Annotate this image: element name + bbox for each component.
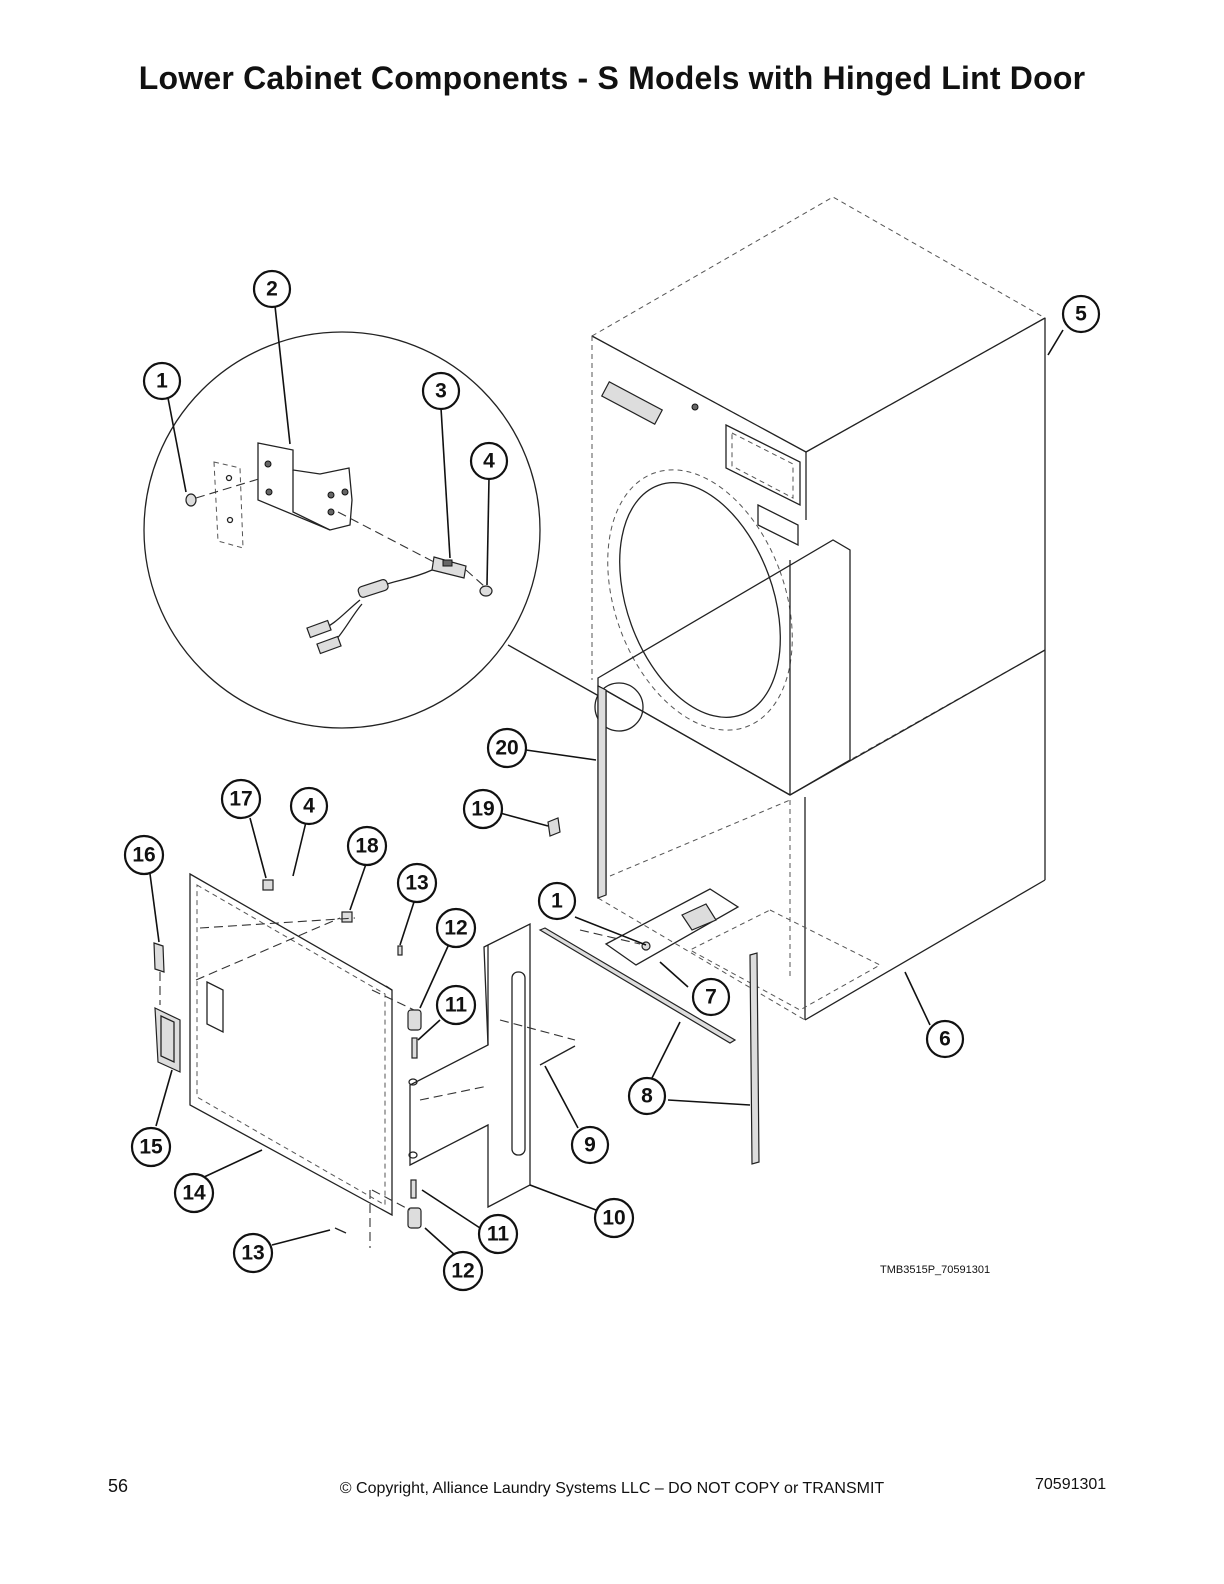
svg-text:10: 10 xyxy=(602,1207,625,1230)
svg-text:20: 20 xyxy=(495,737,518,760)
svg-text:8: 8 xyxy=(641,1085,653,1108)
leader-lines xyxy=(149,305,1064,1256)
callout-19: 19 xyxy=(462,788,504,830)
hinge-plate-7 xyxy=(579,888,740,966)
svg-text:2: 2 xyxy=(266,278,278,301)
svg-text:4: 4 xyxy=(303,795,315,818)
svg-text:11: 11 xyxy=(487,1223,510,1246)
page-title: Lower Cabinet Components - S Models with… xyxy=(138,60,1086,96)
front-panel-frame xyxy=(597,539,851,796)
screws-13 xyxy=(334,1190,371,1248)
clip-19 xyxy=(547,817,561,837)
callout-9: 9 xyxy=(570,1125,610,1165)
callout-7: 7 xyxy=(691,977,731,1017)
callout-13-bottom: 13 xyxy=(232,1232,274,1274)
callout-14: 14 xyxy=(173,1172,215,1214)
copyright-notice: © Copyright, Alliance Laundry Systems LL… xyxy=(339,1480,885,1497)
upper-cabinet xyxy=(590,196,1047,761)
svg-text:14: 14 xyxy=(182,1182,206,1205)
door-handle xyxy=(154,1007,181,1073)
lint-door xyxy=(189,872,393,1217)
callout-3: 3 xyxy=(421,371,461,411)
callout-8: 8 xyxy=(627,1076,667,1116)
detail-switch xyxy=(306,511,493,655)
svg-text:5: 5 xyxy=(1075,303,1087,326)
detail-bracket xyxy=(257,442,353,531)
callout-13-top: 13 xyxy=(396,862,438,904)
callout-4-detail: 4 xyxy=(469,441,509,481)
pin-9 xyxy=(539,1045,576,1066)
svg-text:12: 12 xyxy=(444,917,467,940)
svg-text:18: 18 xyxy=(355,835,379,858)
callout-6: 6 xyxy=(925,1019,965,1059)
svg-text:15: 15 xyxy=(139,1136,163,1159)
callout-10: 10 xyxy=(593,1197,635,1239)
svg-text:13: 13 xyxy=(241,1242,264,1265)
callout-18: 18 xyxy=(346,825,388,867)
latch-16 xyxy=(153,942,165,1005)
svg-text:12: 12 xyxy=(451,1260,474,1283)
drum-opening xyxy=(607,469,793,731)
page-number: 56 xyxy=(108,1476,129,1496)
callout-1-lower: 1 xyxy=(537,881,577,921)
document-number: 70591301 xyxy=(1035,1476,1107,1493)
svg-text:13: 13 xyxy=(405,872,428,895)
callout-2: 2 xyxy=(252,269,292,309)
svg-text:9: 9 xyxy=(584,1134,596,1157)
callout-12-bottom: 12 xyxy=(442,1250,484,1292)
figure-id: TMB3515P_70591301 xyxy=(880,1264,991,1276)
callout-12-top: 12 xyxy=(435,907,477,949)
detail-circle xyxy=(143,331,644,732)
callout-16: 16 xyxy=(123,834,165,876)
callout-15: 15 xyxy=(130,1126,172,1168)
lower-cabinet xyxy=(597,649,1046,1021)
callout-20: 20 xyxy=(486,727,528,769)
hinge-bracket-10 xyxy=(409,922,576,1209)
svg-text:11: 11 xyxy=(445,994,468,1017)
svg-text:3: 3 xyxy=(435,380,447,403)
callout-4-door: 4 xyxy=(289,786,329,826)
svg-text:19: 19 xyxy=(471,798,494,821)
detail-screw-1 xyxy=(185,477,263,507)
hinge-pins xyxy=(371,989,422,1229)
callout-11-top: 11 xyxy=(435,984,477,1026)
svg-text:6: 6 xyxy=(939,1028,951,1051)
callout-17: 17 xyxy=(220,778,262,820)
callout-1-detail: 1 xyxy=(142,361,182,401)
small-parts-top xyxy=(195,879,403,981)
svg-text:7: 7 xyxy=(705,986,717,1009)
seal-strips xyxy=(538,685,760,1165)
detail-gasket xyxy=(213,461,244,549)
svg-text:16: 16 xyxy=(132,844,155,867)
callout-11-bottom: 11 xyxy=(477,1213,519,1255)
svg-text:17: 17 xyxy=(229,788,252,811)
svg-text:4: 4 xyxy=(483,450,495,473)
callout-5: 5 xyxy=(1061,294,1101,334)
svg-text:1: 1 xyxy=(551,890,563,913)
svg-text:1: 1 xyxy=(156,370,168,393)
